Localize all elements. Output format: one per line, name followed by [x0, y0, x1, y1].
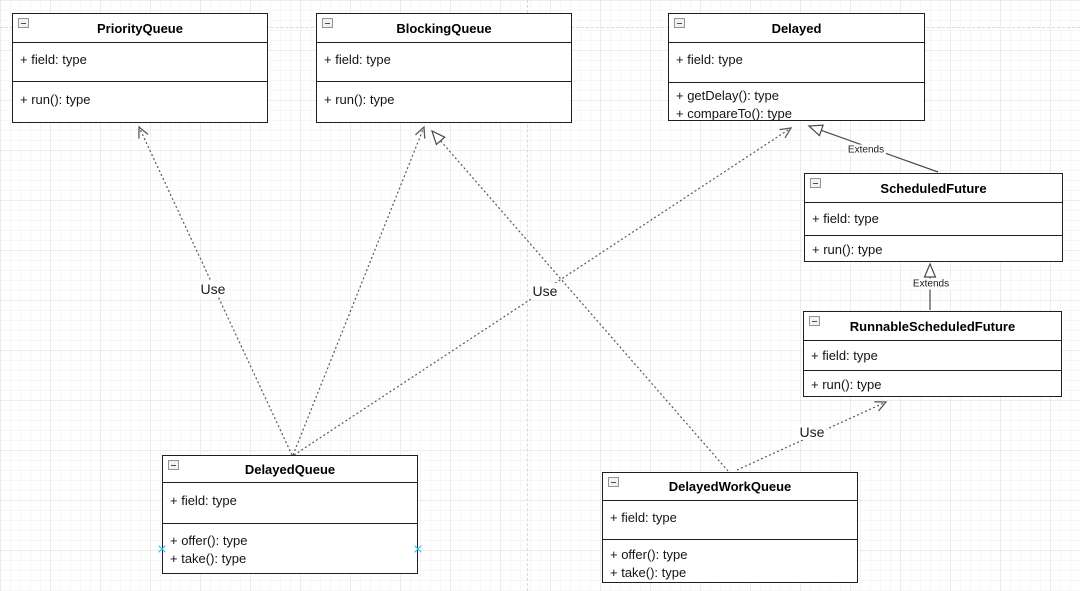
edge-label-extends-runnablescheduledfuture[interactable]: Extends — [910, 278, 952, 290]
edge-label-use-delayed[interactable]: Use — [530, 283, 560, 299]
edge-use-delayedworkqueue-runnablescheduledfuture[interactable] — [736, 401, 888, 471]
collapse-icon[interactable] — [608, 477, 619, 487]
method-row: + take(): type — [170, 551, 247, 566]
method-row: + run(): type — [812, 242, 883, 257]
field-row: + field: type — [676, 52, 743, 67]
method-row: + run(): type — [324, 92, 395, 107]
edge-label-extends-scheduledfuture[interactable]: Extends — [845, 144, 887, 156]
collapse-icon[interactable] — [674, 18, 685, 28]
class-title: PriorityQueue — [97, 20, 183, 36]
field-row: + field: type — [170, 493, 237, 508]
field-row: + field: type — [610, 510, 677, 525]
method-row: + run(): type — [811, 377, 882, 392]
uml-class-blockingqueue[interactable]: BlockingQueue + field: type + run(): typ… — [316, 13, 572, 123]
collapse-icon[interactable] — [18, 18, 29, 28]
method-row: + compareTo(): type — [676, 106, 792, 121]
collapse-icon[interactable] — [322, 18, 333, 28]
class-title: BlockingQueue — [396, 20, 492, 36]
edge-use-delayedqueue-blockingqueue[interactable] — [292, 125, 426, 456]
edge-label-use-runnablescheduledfuture[interactable]: Use — [797, 424, 827, 440]
collapse-icon[interactable] — [810, 178, 821, 188]
uml-class-delayedqueue[interactable]: DelayedQueue + field: type + offer(): ty… — [162, 455, 418, 574]
method-row: + offer(): type — [610, 547, 688, 562]
connection-point-icon[interactable] — [414, 545, 422, 553]
uml-class-runnablescheduledfuture[interactable]: RunnableScheduledFuture + field: type + … — [803, 311, 1062, 397]
edge-label-use-priorityqueue[interactable]: Use — [198, 281, 228, 297]
uml-class-delayedworkqueue[interactable]: DelayedWorkQueue + field: type + offer()… — [602, 472, 858, 583]
edge-realize-delayedworkqueue-blockingqueue[interactable] — [430, 129, 729, 472]
uml-class-priorityqueue[interactable]: PriorityQueue + field: type + run(): typ… — [12, 13, 268, 123]
method-row: + getDelay(): type — [676, 88, 779, 103]
uml-class-scheduledfuture[interactable]: ScheduledFuture + field: type + run(): t… — [804, 173, 1063, 262]
class-title: DelayedQueue — [244, 461, 336, 477]
class-title: DelayedWorkQueue — [668, 479, 792, 494]
field-row: + field: type — [811, 348, 878, 363]
collapse-icon[interactable] — [168, 460, 179, 470]
method-row: + offer(): type — [170, 533, 248, 548]
class-title: RunnableScheduledFuture — [849, 318, 1016, 334]
connection-point-icon[interactable] — [158, 545, 166, 553]
class-title: Delayed — [771, 20, 822, 36]
uml-class-delayed[interactable]: Delayed + field: type + getDelay(): type… — [668, 13, 925, 121]
method-row: + take(): type — [610, 565, 687, 580]
field-row: + field: type — [20, 52, 87, 67]
method-row: + run(): type — [20, 92, 91, 107]
class-title: ScheduledFuture — [880, 180, 987, 196]
collapse-icon[interactable] — [809, 316, 820, 326]
field-row: + field: type — [324, 52, 391, 67]
field-row: + field: type — [812, 211, 879, 226]
page-guide-vertical — [527, 0, 528, 591]
